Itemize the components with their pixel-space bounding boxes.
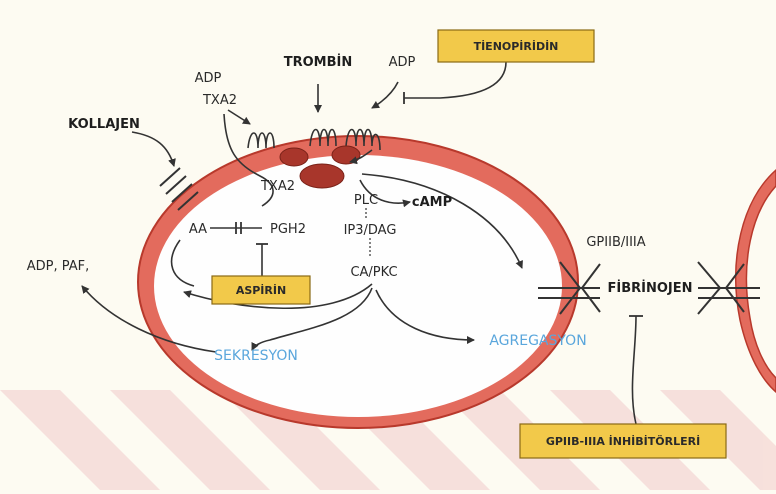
txa2-inner-label: TXA2 [260,179,295,194]
ca-pkc-label: CA/PKC [350,265,397,280]
plc-label: PLC [354,193,378,208]
pgh2-label: PGH2 [270,222,306,237]
gpiib-iiia-label: GPIIB/IIIA [586,235,645,250]
fibrinojen-label: FİBRİNOJEN [607,280,692,296]
adp-paf-label: ADP, PAF, [27,259,90,274]
tienopiridin-label: TİENOPİRİDİN [474,39,559,53]
kollajen-label: KOLLAJEN [68,117,140,132]
sekresyon-label: SEKRESYON [214,348,298,364]
neighbor-platelet [736,170,776,392]
arrow-adp-txa2 [228,110,250,124]
inhibit-gpiib [632,316,636,424]
gpiib-inhibitor-label: GPIIB-IIIA İNHİBİTÖRLERİ [546,434,700,448]
aa-label: AA [189,222,207,237]
arrow-kollajen [132,132,174,166]
aspirin-label: ASPİRİN [236,283,286,297]
agregasyon-label: AGREGASYON [489,333,586,349]
adp-left-label: ADP [195,71,222,86]
adp-txa2-receptor [248,133,274,148]
neighbor-receptor [698,262,760,314]
txa2-top-label: TXA2 [202,93,237,108]
camp-label: cAMP [412,195,452,210]
trombin-label: TROMBİN [284,54,353,70]
ip3-dag-label: IP3/DAG [344,223,397,238]
inhibit-tienopiridin [404,62,506,98]
adp-top-label: ADP [389,55,416,70]
arrow-adp-top [372,82,398,108]
